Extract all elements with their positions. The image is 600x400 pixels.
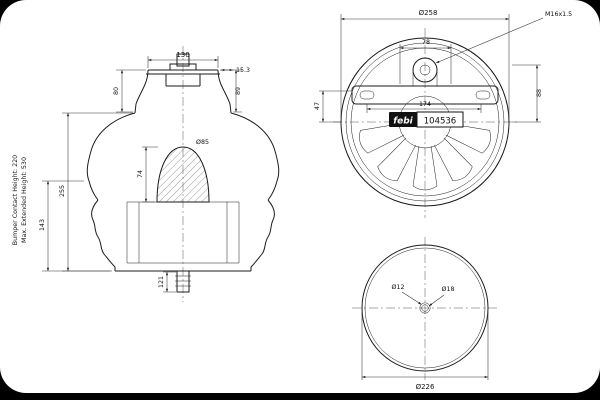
bottom-view: Ø12 Ø18 Ø226 bbox=[352, 237, 498, 391]
part-number: 104536 bbox=[424, 117, 456, 127]
dim-80-label: 80 bbox=[113, 87, 120, 95]
brand-label: febi bbox=[393, 117, 413, 127]
top-bracket bbox=[351, 57, 499, 105]
dim-d18-label: Ø18 bbox=[442, 285, 455, 293]
febi-badge-bg bbox=[389, 112, 417, 127]
note-max-extended: Max. Extended Height: 530 bbox=[21, 157, 28, 243]
dim-121-label: 121 bbox=[158, 276, 165, 288]
dim-d12-label: Ø12 bbox=[392, 283, 405, 291]
dim-d258-label: Ø258 bbox=[419, 9, 438, 17]
side-notes: Bumper Contact Height: 220 Max. Extended… bbox=[12, 155, 28, 245]
dim-15-3-label: 15.3 bbox=[236, 67, 250, 74]
side-dimensions: 130 15.3 80 89 Ø85 74 255 bbox=[39, 51, 250, 293]
side-view: 130 15.3 80 89 Ø85 74 255 bbox=[12, 46, 280, 302]
dim-174-label: 174 bbox=[419, 101, 431, 108]
dim-74-label: 74 bbox=[137, 170, 144, 178]
thread-label: M16x1.5 bbox=[545, 11, 572, 18]
bottom-dimensions: Ø12 Ø18 Ø226 bbox=[361, 283, 489, 391]
dim-d85-label: Ø85 bbox=[196, 138, 209, 146]
side-piston bbox=[126, 201, 240, 264]
dim-88-label: 88 bbox=[536, 89, 543, 97]
top-dimensions: Ø258 78 M16x1.5 174 88 47 bbox=[314, 9, 572, 123]
side-top-plate bbox=[134, 53, 232, 114]
dim-255-label: 255 bbox=[59, 185, 66, 197]
side-bottom-stud bbox=[175, 270, 191, 293]
febi-badge: febi 104536 bbox=[389, 111, 464, 128]
top-view: Ø258 78 M16x1.5 174 88 47 bbox=[314, 9, 572, 218]
bottom-plate-circles bbox=[361, 244, 489, 372]
dim-143-label: 143 bbox=[39, 219, 46, 231]
top-plate-spokes bbox=[359, 123, 491, 191]
part-number-box bbox=[416, 111, 464, 128]
dim-78-label: 78 bbox=[422, 39, 430, 46]
dim-89-label: 89 bbox=[235, 87, 242, 95]
dim-d226-label: Ø226 bbox=[416, 383, 435, 391]
dim-130-label: 130 bbox=[176, 51, 189, 59]
dim-47-label: 47 bbox=[314, 102, 321, 110]
note-bumper-contact: Bumper Contact Height: 220 bbox=[12, 155, 19, 245]
bumper-hatch bbox=[156, 146, 210, 203]
